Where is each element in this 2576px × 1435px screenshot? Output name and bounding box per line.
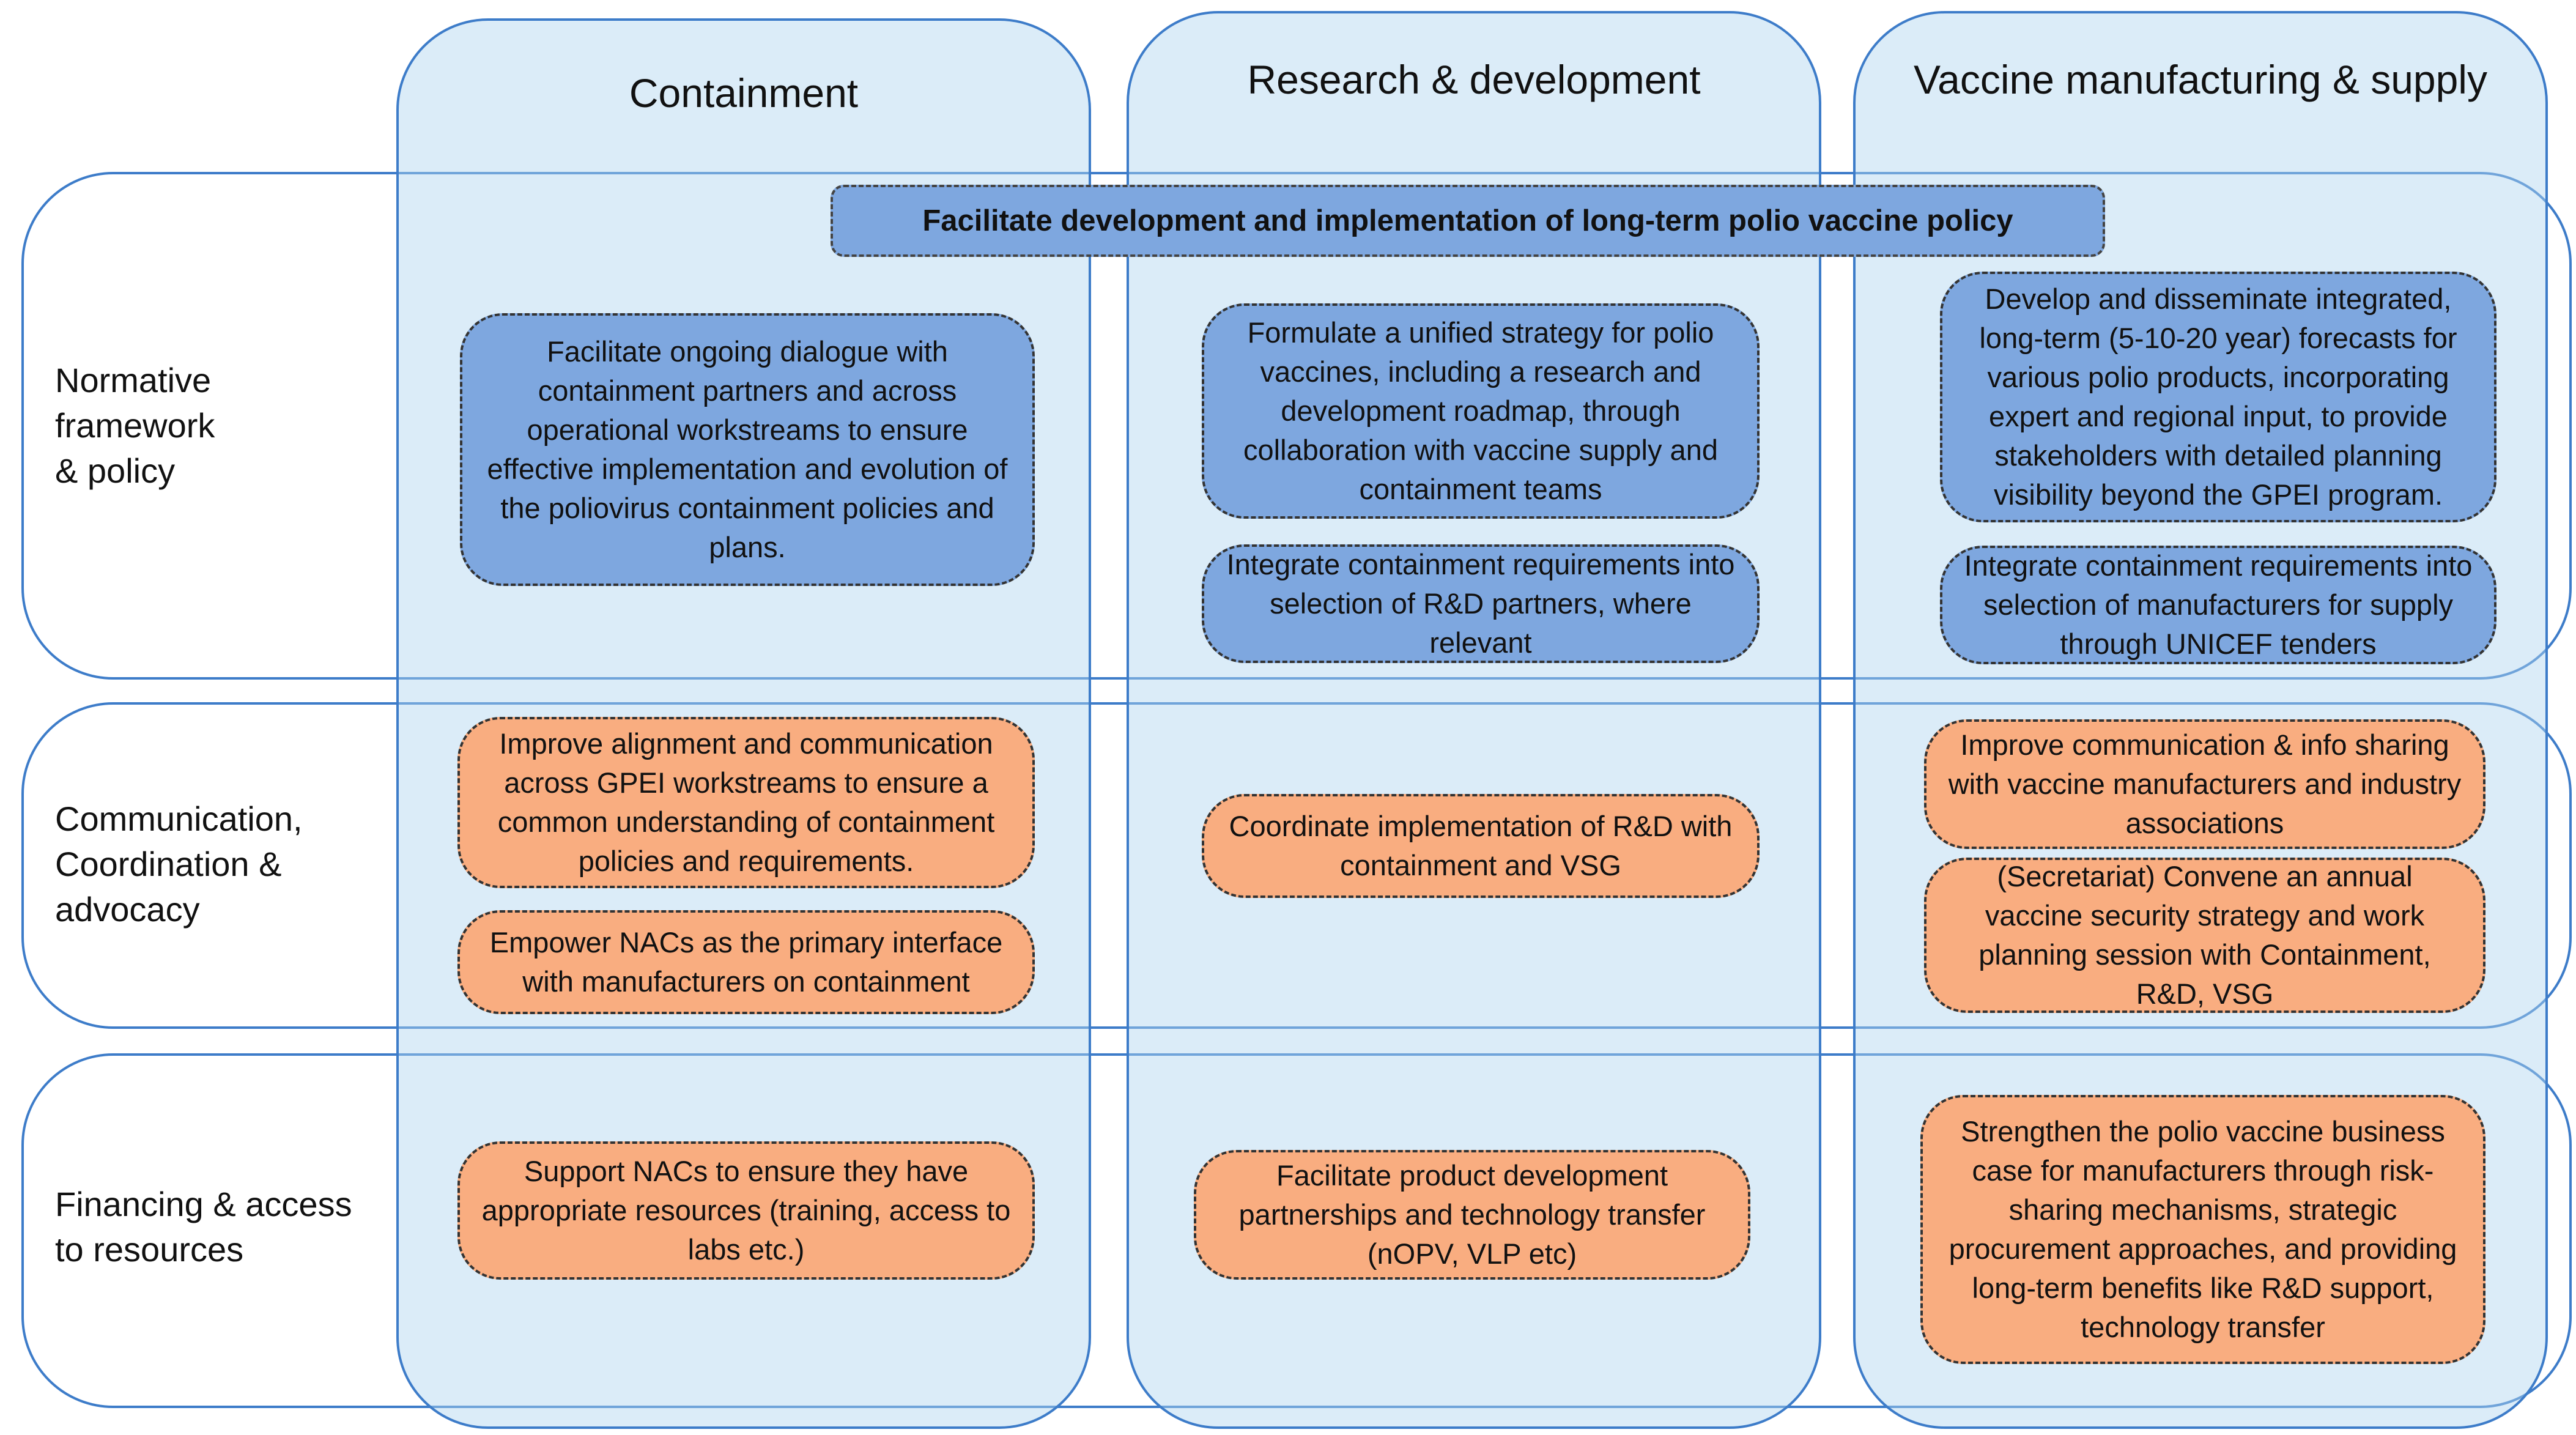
box-fin-supply: Strengthen the polio vaccine business ca… (1920, 1095, 2485, 1364)
row-band-normative (21, 172, 2572, 680)
column-title-research-development: Research & development (1247, 57, 1701, 102)
row-label-line: advocacy (55, 890, 200, 929)
row-label-line: & policy (55, 451, 176, 490)
box-comm-containment-nacs: Empower NACs as the primary interface wi… (457, 910, 1035, 1014)
row-label-line: Financing & access (55, 1185, 352, 1223)
box-policy-supply-tenders: Integrate containment requirements into … (1940, 546, 2496, 664)
row-label-line: Communication, (55, 799, 303, 838)
row-band-communication (21, 702, 2572, 1029)
box-policy-rd-partners: Integrate containment requirements into … (1202, 544, 1760, 663)
box-fin-rd: Facilitate product development partnersh… (1194, 1150, 1750, 1280)
box-comm-supply-info-sharing: Improve communication & info sharing wit… (1924, 719, 2485, 849)
row-band-financing (21, 1053, 2572, 1408)
box-policy-containment: Facilitate ongoing dialogue with contain… (460, 313, 1035, 586)
column-title-containment: Containment (629, 70, 859, 116)
column-title-vaccine-supply: Vaccine manufacturing & supply (1914, 57, 2487, 102)
box-policy-rd-strategy: Formulate a unified strategy for polio v… (1202, 303, 1760, 519)
row-label-normative: Normative framework & policy (55, 358, 215, 494)
box-comm-supply-secretariat: (Secretariat) Convene an annual vaccine … (1924, 858, 2485, 1013)
row-label-line: Normative (55, 361, 212, 399)
row-label-line: Coordination & (55, 845, 282, 883)
box-fin-containment: Support NACs to ensure they have appropr… (457, 1141, 1035, 1280)
row-label-line: to resources (55, 1230, 244, 1269)
box-policy-supply-forecasts: Develop and disseminate integrated, long… (1940, 272, 2496, 522)
policy-banner: Facilitate development and implementatio… (831, 185, 2105, 257)
box-comm-containment-alignment: Improve alignment and communication acro… (457, 717, 1035, 888)
row-label-financing: Financing & access to resources (55, 1182, 352, 1272)
row-label-line: framework (55, 406, 215, 445)
row-label-communication: Communication, Coordination & advocacy (55, 796, 303, 932)
box-comm-rd: Coordinate implementation of R&D with co… (1202, 794, 1760, 898)
